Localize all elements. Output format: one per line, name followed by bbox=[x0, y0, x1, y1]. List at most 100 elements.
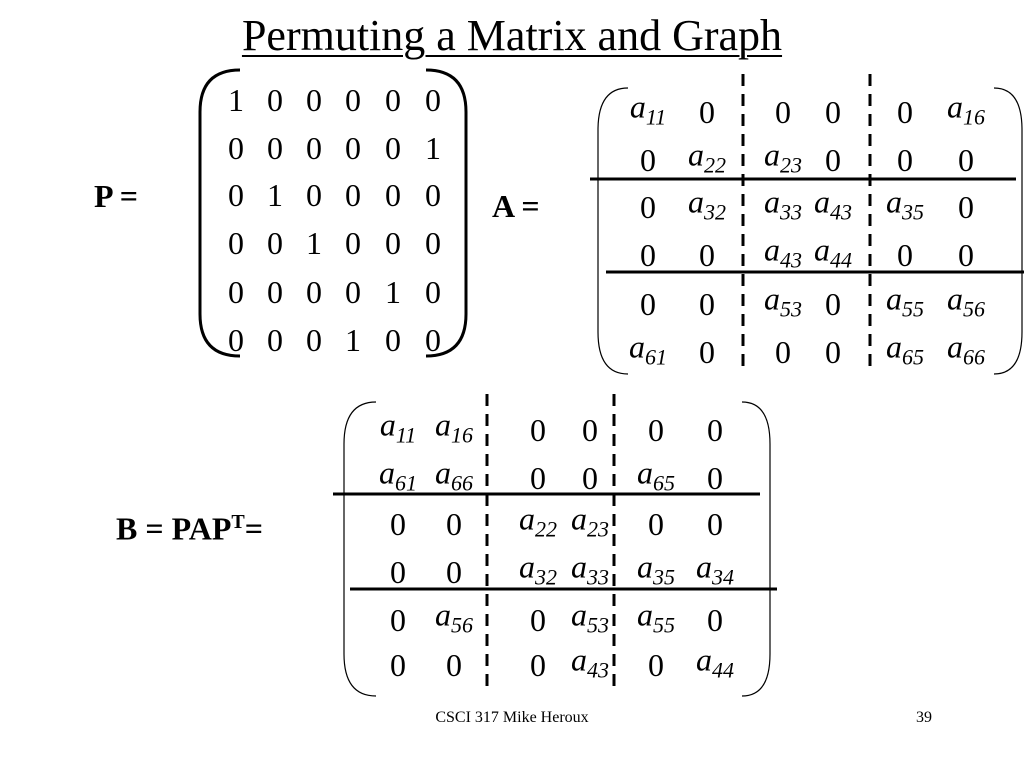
matrix-b-cell-r1c4: 0 bbox=[582, 412, 598, 448]
matrix-a-cell-r4c6: 0 bbox=[958, 237, 974, 273]
matrix-p-cell-r2c5: 0 bbox=[385, 130, 401, 166]
slide-title: Permuting a Matrix and Graph bbox=[241, 11, 783, 60]
matrix-b-cell-r5c1: 0 bbox=[390, 602, 406, 638]
matrix-b-cell-r3c4: a23 bbox=[571, 500, 609, 542]
matrix-p-cell-r5c6: 0 bbox=[425, 274, 441, 310]
matrix-a-cell-r6c6: a66 bbox=[947, 328, 985, 370]
matrix-b-cell-r5c2: a56 bbox=[435, 596, 473, 638]
matrix-p-cell-r3c3: 0 bbox=[306, 177, 322, 213]
matrix-a-cell-r4c5: 0 bbox=[897, 237, 913, 273]
matrix-p-cell-r4c5: 0 bbox=[385, 225, 401, 261]
matrix-b-cell-r3c1: 0 bbox=[390, 506, 406, 542]
matrix-b-cell-r5c6: 0 bbox=[707, 602, 723, 638]
matrix-b-cell-r5c4: a53 bbox=[571, 596, 609, 638]
matrix-a-cell-r3c3: a33 bbox=[764, 183, 802, 225]
matrix-a-cell-r5c3: a53 bbox=[764, 280, 802, 322]
matrix-a-cell-r1c3: 0 bbox=[775, 94, 791, 130]
slide-number: 39 bbox=[916, 709, 932, 726]
matrix-p-cell-r5c1: 0 bbox=[228, 274, 244, 310]
matrix-b-cell-r4c4: a33 bbox=[571, 548, 609, 590]
matrix-p-cell-r5c5: 1 bbox=[385, 274, 401, 310]
matrix-b-cell-r3c5: 0 bbox=[648, 506, 664, 542]
matrix-b-cell-r5c3: 0 bbox=[530, 602, 546, 638]
matrix-p-cell-r6c1: 0 bbox=[228, 322, 244, 358]
matrix-a-cell-r6c1: a61 bbox=[629, 328, 667, 370]
matrix-a-cell-r3c2: a32 bbox=[688, 183, 726, 225]
matrix-p-cell-r4c1: 0 bbox=[228, 225, 244, 261]
matrix-a-cell-r4c2: 0 bbox=[699, 237, 715, 273]
matrix-p-cell-r4c2: 0 bbox=[267, 225, 283, 261]
matrix-a-cell-r4c1: 0 bbox=[640, 237, 656, 273]
matrix-p-cell-r4c3: 1 bbox=[306, 225, 322, 261]
matrix-a-cell-r6c4: 0 bbox=[825, 334, 841, 370]
matrix-b-cell-r4c1: 0 bbox=[390, 554, 406, 590]
matrix-p-cell-r1c2: 0 bbox=[267, 82, 283, 118]
matrix-p-cell-r6c4: 1 bbox=[345, 322, 361, 358]
matrix-b-cell-r1c3: 0 bbox=[530, 412, 546, 448]
matrix-p-cell-r3c4: 0 bbox=[345, 177, 361, 213]
matrix-b-cell-r2c2: a66 bbox=[435, 454, 473, 496]
matrix-a-cell-r5c2: 0 bbox=[699, 286, 715, 322]
matrix-p-cell-r3c6: 0 bbox=[425, 177, 441, 213]
matrix-a-cell-r2c4: 0 bbox=[825, 142, 841, 178]
matrix-a-cell-r1c5: 0 bbox=[897, 94, 913, 130]
matrix-a-cell-r5c6: a56 bbox=[947, 280, 985, 322]
matrix-p-cell-r4c6: 0 bbox=[425, 225, 441, 261]
matrix-b-cell-r2c3: 0 bbox=[530, 460, 546, 496]
footer-text: CSCI 317 Mike Heroux bbox=[435, 709, 589, 726]
matrix-b-cell-r2c5: a65 bbox=[637, 454, 675, 496]
matrix-p-cell-r5c3: 0 bbox=[306, 274, 322, 310]
matrix-p-cell-r3c5: 0 bbox=[385, 177, 401, 213]
matrix-b-cell-r6c5: 0 bbox=[648, 647, 664, 683]
matrix-a-cell-r2c6: 0 bbox=[958, 142, 974, 178]
matrix-a-cell-r3c4: a43 bbox=[814, 183, 852, 225]
matrix-b-cell-r3c6: 0 bbox=[707, 506, 723, 542]
matrix-p-cell-r3c2: 1 bbox=[267, 177, 283, 213]
matrix-p-cell-r3c1: 0 bbox=[228, 177, 244, 213]
matrix-b-cell-r2c6: 0 bbox=[707, 460, 723, 496]
matrix-b-cell-r6c3: 0 bbox=[530, 647, 546, 683]
matrix-p-cell-r1c1: 1 bbox=[228, 82, 244, 118]
matrix-p-cell-r2c3: 0 bbox=[306, 130, 322, 166]
matrix-a-cell-r5c5: a55 bbox=[886, 280, 924, 322]
matrix-a-cell-r4c4: a44 bbox=[814, 231, 852, 273]
matrix-b-label: B = PAPT= bbox=[116, 510, 263, 547]
matrix-p-cell-r5c4: 0 bbox=[345, 274, 361, 310]
matrix-p-cell-r6c2: 0 bbox=[267, 322, 283, 358]
matrix-b-cell-r6c1: 0 bbox=[390, 647, 406, 683]
matrix-p-cell-r1c3: 0 bbox=[306, 82, 322, 118]
matrix-p-cell-r4c4: 0 bbox=[345, 225, 361, 261]
matrix-a-cell-r3c5: a35 bbox=[886, 183, 924, 225]
matrix-p-cell-r6c5: 0 bbox=[385, 322, 401, 358]
matrix-b-cell-r1c2: a16 bbox=[435, 406, 473, 448]
matrix-b-cell-r3c3: a22 bbox=[519, 500, 557, 542]
matrix-a-cell-r5c1: 0 bbox=[640, 286, 656, 322]
matrix-b-cell-r4c5: a35 bbox=[637, 548, 675, 590]
matrix-p-cell-r1c5: 0 bbox=[385, 82, 401, 118]
matrix-b-cell-r2c4: 0 bbox=[582, 460, 598, 496]
matrix-p-cell-r2c4: 0 bbox=[345, 130, 361, 166]
matrix-b-cell-r6c2: 0 bbox=[446, 647, 462, 683]
matrix-p-cell-r5c2: 0 bbox=[267, 274, 283, 310]
matrix-a-cell-r2c1: 0 bbox=[640, 142, 656, 178]
matrix-b-cell-r1c1: a11 bbox=[379, 406, 417, 448]
matrix-b-cell-r1c6: 0 bbox=[707, 412, 723, 448]
matrix-a-cell-r5c4: 0 bbox=[825, 286, 841, 322]
matrix-b-cell-r4c6: a34 bbox=[696, 548, 734, 590]
matrix-a-cell-r1c6: a16 bbox=[947, 88, 985, 130]
matrix-p-cell-r6c6: 0 bbox=[425, 322, 441, 358]
matrix-b-cell-r4c3: a32 bbox=[519, 548, 557, 590]
matrix-p-cell-r2c6: 1 bbox=[425, 130, 441, 166]
matrix-a-cell-r4c3: a43 bbox=[764, 231, 802, 273]
matrix-p-label: P = bbox=[94, 178, 139, 214]
matrix-a-cell-r2c5: 0 bbox=[897, 142, 913, 178]
matrix-a-cell-r1c2: 0 bbox=[699, 94, 715, 130]
matrix-a-cell-r2c3: a23 bbox=[764, 136, 802, 178]
matrix-a-label: A = bbox=[492, 188, 540, 224]
matrix-b-cell-r2c1: a61 bbox=[379, 454, 417, 496]
matrix-p-cell-r2c1: 0 bbox=[228, 130, 244, 166]
matrix-a-cell-r6c3: 0 bbox=[775, 334, 791, 370]
matrix-p-cell-r6c3: 0 bbox=[306, 322, 322, 358]
matrix-a-cell-r1c4: 0 bbox=[825, 94, 841, 130]
